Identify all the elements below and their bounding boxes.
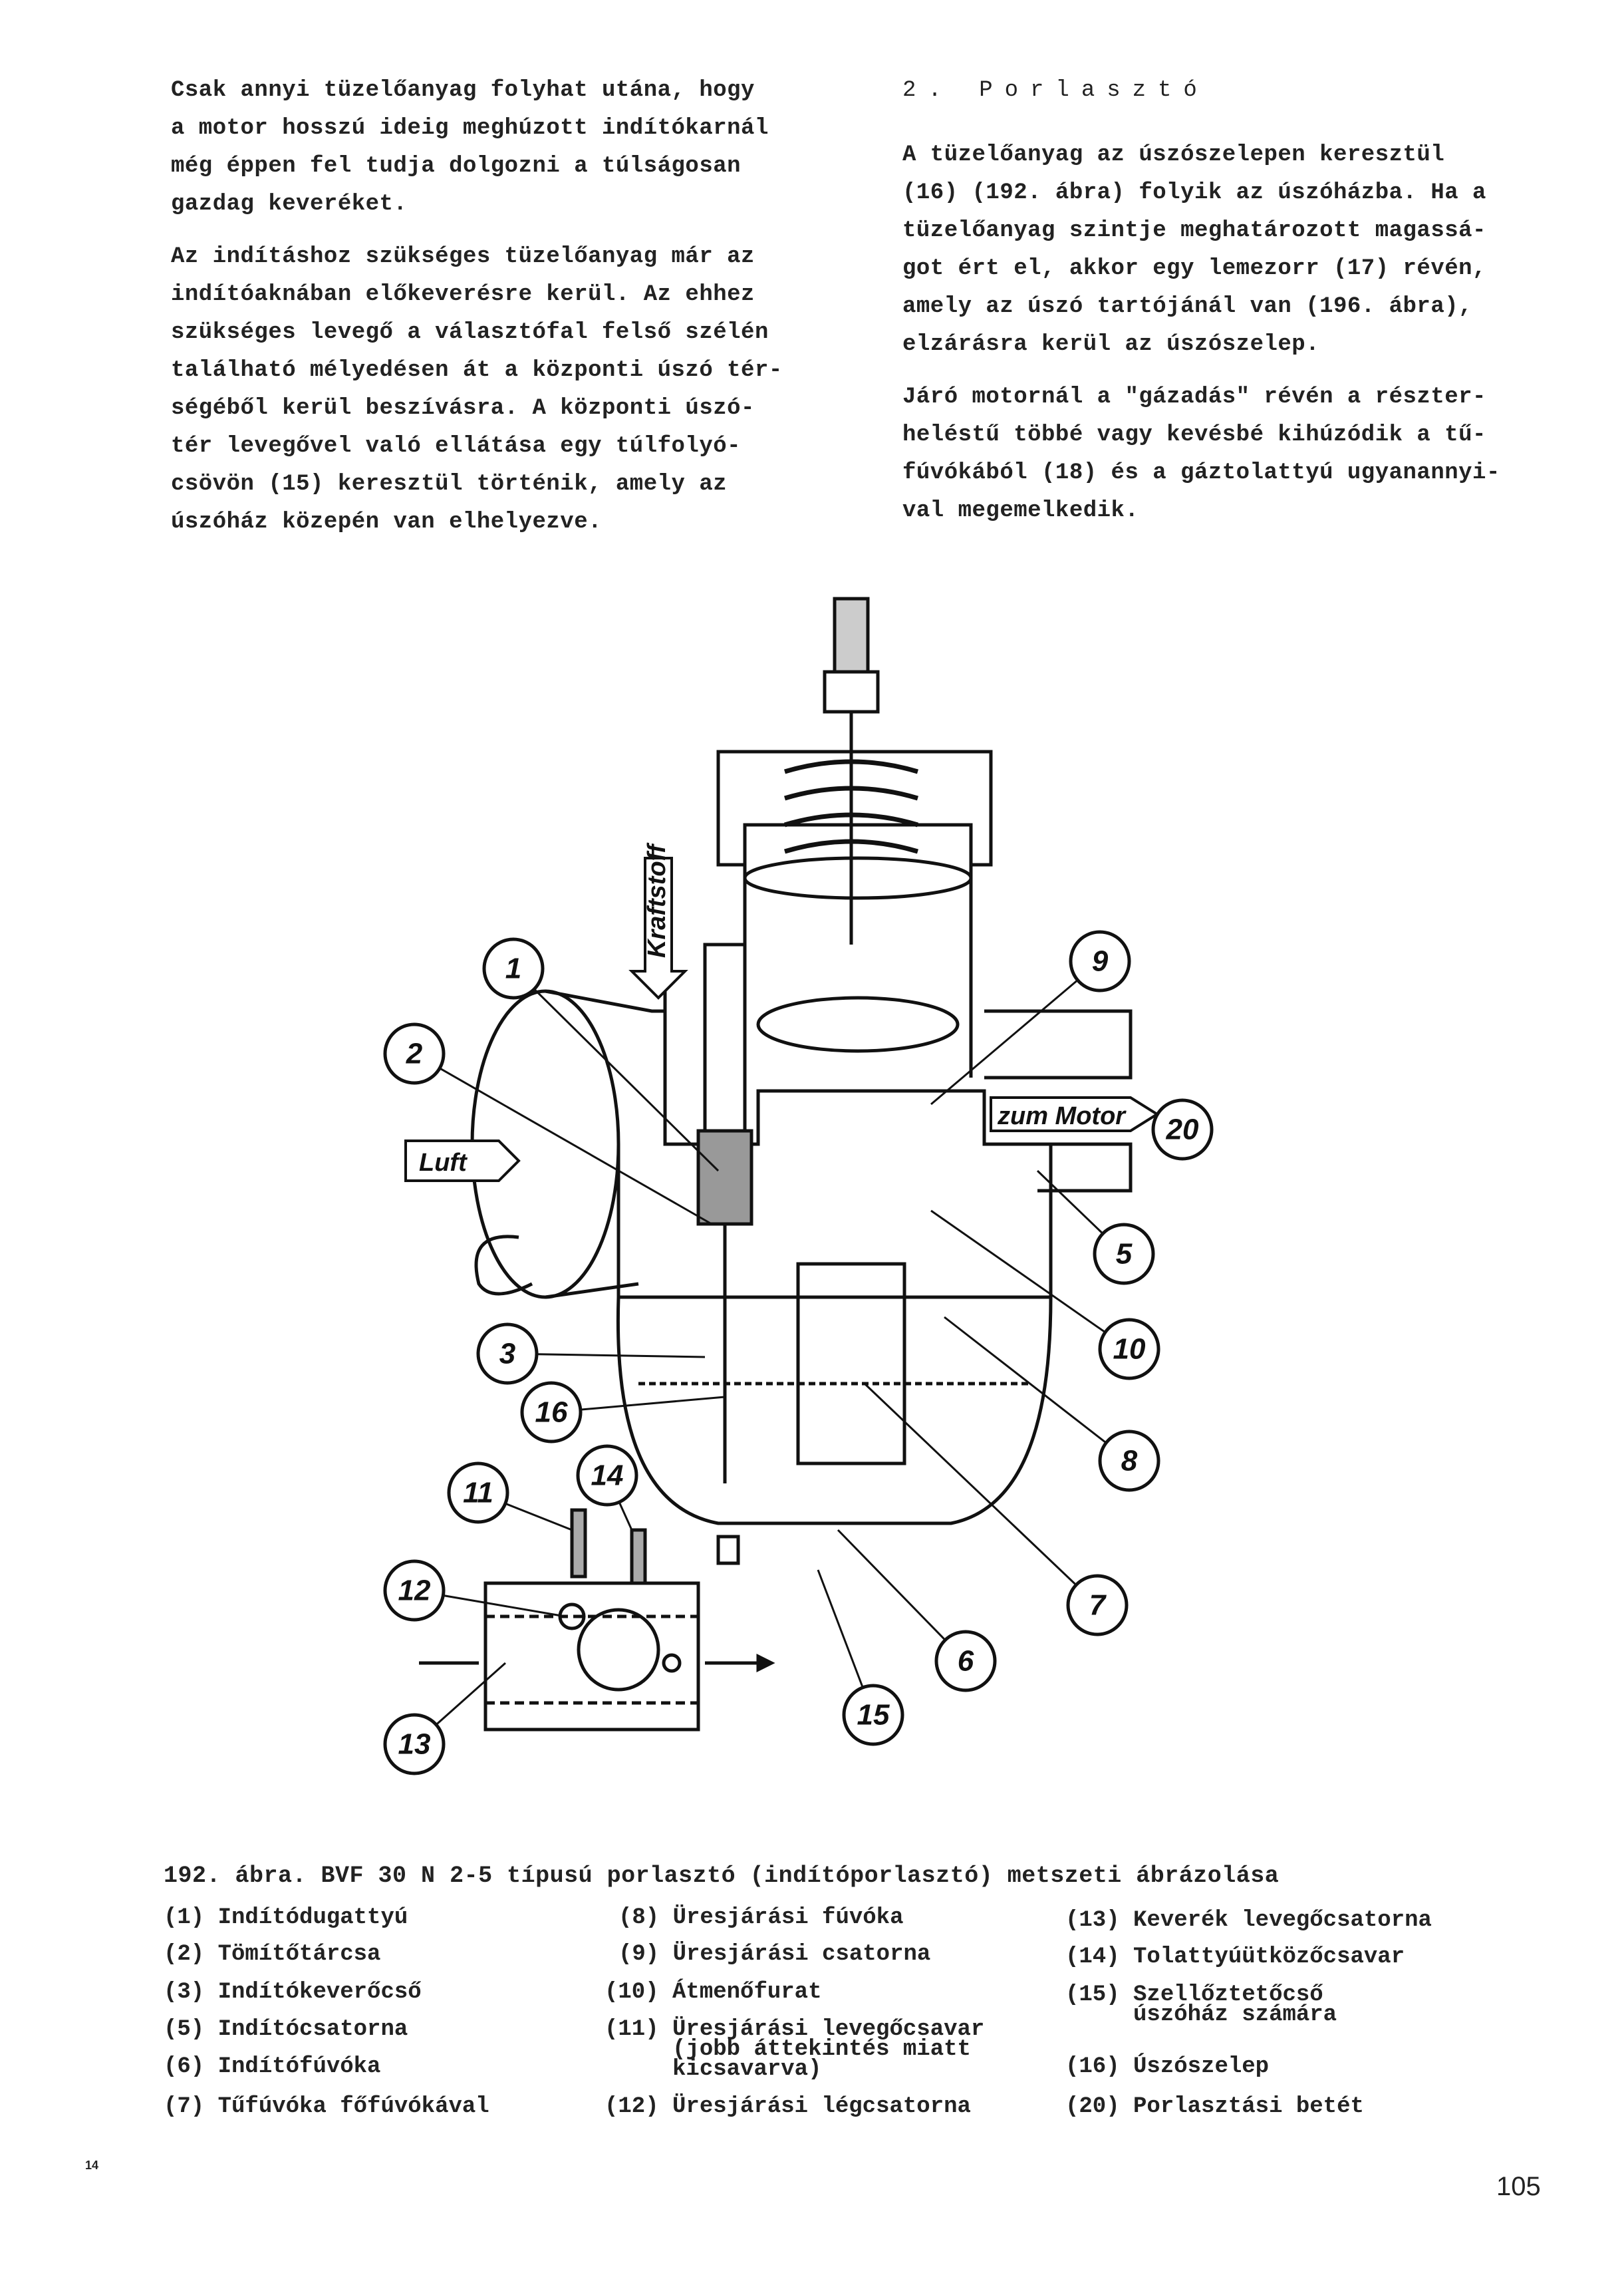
callout-6: 6 bbox=[934, 1630, 997, 1692]
left-text-column: Csak annyi tüzelőanyag folyhat utána, ho… bbox=[171, 72, 836, 556]
svg-text:5: 5 bbox=[1116, 1238, 1133, 1271]
legend-item: (13) Keverék levegőcsatorna bbox=[1065, 1908, 1432, 1933]
legend-item: (3) Indítókeverőcső bbox=[164, 1980, 422, 2005]
legend-item: (8) Üresjárási fúvóka bbox=[618, 1905, 904, 1930]
paragraph: Csak annyi tüzelőanyag folyhat utána, ho… bbox=[171, 78, 769, 217]
legend-item: (11) Üresjárási levegőcsavar (jobb áttek… bbox=[605, 2017, 985, 2082]
legend-item: (6) Indítófúvóka bbox=[164, 2054, 381, 2079]
callout-10: 10 bbox=[1098, 1318, 1160, 1380]
svg-text:9: 9 bbox=[1092, 945, 1109, 978]
paragraph: Az indításhoz szükséges tüzelőanyag már … bbox=[171, 244, 783, 535]
fuel-label: Kraftstoff bbox=[643, 842, 671, 958]
svg-text:20: 20 bbox=[1166, 1114, 1199, 1146]
svg-text:1: 1 bbox=[505, 953, 521, 985]
legend-item: (7) Tűfúvóka főfúvókával bbox=[164, 2094, 489, 2119]
svg-text:10: 10 bbox=[1113, 1333, 1146, 1366]
svg-text:7: 7 bbox=[1089, 1589, 1107, 1622]
svg-text:15: 15 bbox=[857, 1699, 890, 1732]
svg-text:11: 11 bbox=[463, 1477, 493, 1509]
svg-text:12: 12 bbox=[398, 1575, 431, 1607]
legend-item: (5) Indítócsatorna bbox=[164, 2017, 408, 2042]
callout-7: 7 bbox=[1066, 1574, 1129, 1636]
callout-9: 9 bbox=[1069, 930, 1131, 992]
legend-item: (20) Porlasztási betét bbox=[1065, 2094, 1364, 2119]
callout-3: 3 bbox=[476, 1322, 539, 1385]
legend-item: (16) Úszószelep bbox=[1065, 2054, 1270, 2079]
callout-12: 12 bbox=[383, 1559, 446, 1622]
svg-text:16: 16 bbox=[535, 1396, 568, 1429]
legend-item: (14) Tolattyúütközőcsavar bbox=[1065, 1944, 1405, 1970]
carburetor-cross-section-figure: Kraftstoff Luft zum Motor 1 2 3 16 11 14… bbox=[383, 597, 1214, 1775]
svg-text:14: 14 bbox=[591, 1459, 624, 1492]
svg-text:13: 13 bbox=[398, 1728, 431, 1761]
legend-item: (9) Üresjárási csatorna bbox=[618, 1942, 931, 1967]
to-engine-arrow: zum Motor bbox=[990, 1096, 1160, 1132]
sheet-number: 14 bbox=[85, 2159, 99, 2172]
svg-text:3: 3 bbox=[499, 1338, 515, 1370]
air-arrow: Luft bbox=[404, 1139, 521, 1182]
callout-8: 8 bbox=[1098, 1430, 1160, 1492]
section-heading: 2. Porlasztó bbox=[902, 78, 1209, 103]
paragraph: A tüzelőanyag az úszószelepen keresztül … bbox=[902, 142, 1486, 357]
legend-item: (15) Szellőztetőcső úszóház számára bbox=[1065, 1982, 1337, 2028]
callout-13: 13 bbox=[383, 1713, 446, 1775]
legend-item: (1) Indítódugattyú bbox=[164, 1905, 408, 1930]
callout-5: 5 bbox=[1093, 1223, 1155, 1285]
svg-text:8: 8 bbox=[1121, 1445, 1138, 1477]
air-label: Luft bbox=[419, 1149, 468, 1177]
fuel-arrow: Kraftstoff bbox=[628, 842, 688, 1000]
page-number: 105 bbox=[1496, 2172, 1541, 2201]
callout-16: 16 bbox=[520, 1381, 583, 1443]
svg-text:2: 2 bbox=[406, 1038, 423, 1070]
right-text-column: 2. Porlasztó A tüzelőanyag az úszószelep… bbox=[902, 72, 1581, 545]
callout-20: 20 bbox=[1151, 1098, 1214, 1161]
figure-caption: 192. ábra. BVF 30 N 2-5 típusú porlasztó… bbox=[164, 1863, 1280, 1889]
paragraph: Járó motornál a "gázadás" révén a részte… bbox=[902, 384, 1500, 524]
to-engine-label: zum Motor bbox=[997, 1102, 1127, 1130]
callout-14: 14 bbox=[576, 1444, 638, 1507]
callout-2: 2 bbox=[383, 1022, 446, 1085]
legend-item: (2) Tömítőtárcsa bbox=[164, 1942, 381, 1967]
callout-1: 1 bbox=[482, 937, 545, 1000]
callout-15: 15 bbox=[842, 1684, 904, 1746]
svg-text:6: 6 bbox=[958, 1645, 974, 1678]
callout-11: 11 bbox=[447, 1461, 509, 1524]
legend-item: (12) Üresjárási légcsatorna bbox=[605, 2094, 971, 2119]
legend-item: (10) Átmenőfurat bbox=[605, 1980, 822, 2005]
